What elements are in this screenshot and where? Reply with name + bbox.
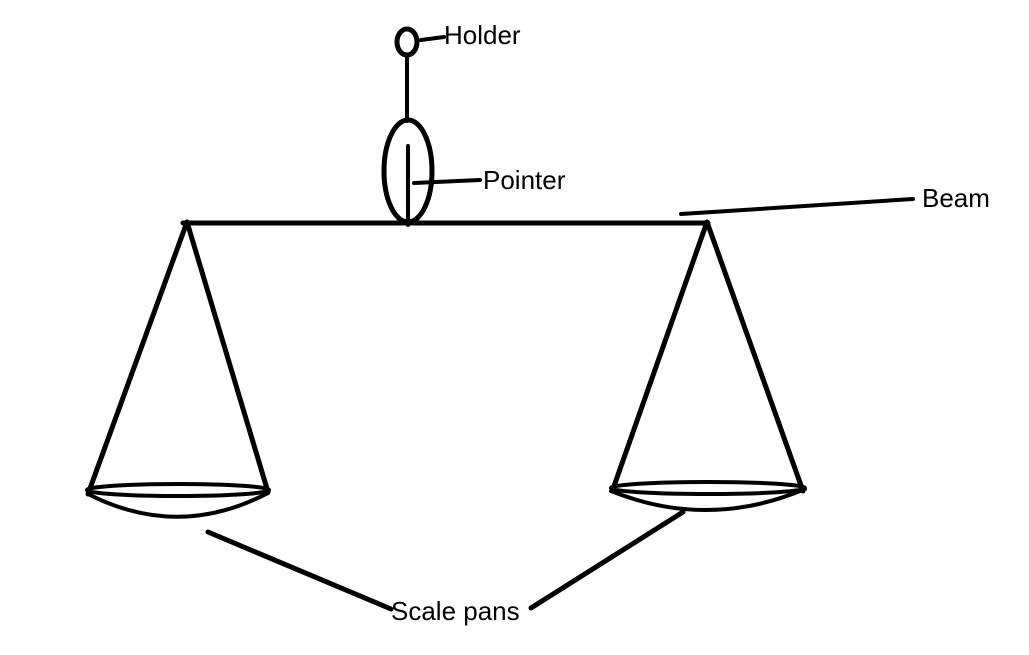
left-hanger-right-string — [184, 219, 271, 495]
scale-pans-leader-right — [528, 509, 686, 611]
scale-pans-leader-left — [205, 529, 394, 612]
beam-leader-line — [679, 197, 915, 216]
pointer-leader-line — [412, 178, 482, 185]
right-hanger-right-string — [704, 219, 806, 494]
pointer-label: Pointer — [483, 165, 566, 195]
left-pan-bowl — [86, 491, 270, 519]
right-pan-bowl — [609, 487, 807, 512]
holder-ring — [394, 26, 420, 58]
scale-pans-label: Scale pans — [391, 596, 520, 626]
right-pan-rim — [609, 480, 807, 496]
holder-label: Holder — [444, 20, 521, 50]
right-hanger-left-string — [610, 219, 710, 492]
left-pan-rim — [85, 482, 271, 498]
holder-leader-line — [419, 35, 446, 42]
left-hanger-left-string — [85, 219, 190, 497]
beam-label: Beam — [922, 183, 990, 213]
